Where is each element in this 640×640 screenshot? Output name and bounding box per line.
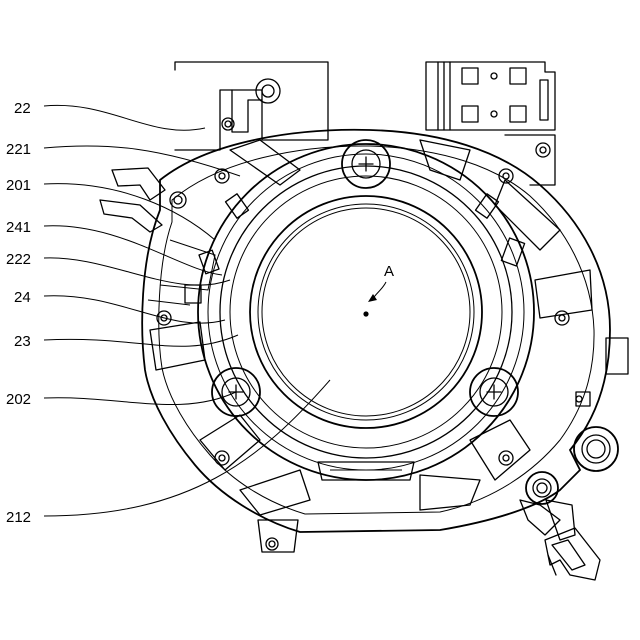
upper-right-bracket <box>426 62 555 185</box>
label-212: 212 <box>6 509 31 526</box>
small-holes <box>157 169 569 465</box>
optical-axis-point <box>363 282 386 317</box>
label-24: 24 <box>14 289 31 306</box>
screw-top <box>342 140 390 188</box>
label-202: 202 <box>6 391 31 408</box>
screw-right <box>470 368 518 416</box>
left-arm-201 <box>100 168 186 232</box>
label-22: 22 <box>14 100 31 117</box>
label-222: 222 <box>6 251 31 268</box>
base-plate-22 <box>175 62 328 150</box>
right-pivot-bracket <box>520 338 628 540</box>
label-A: A <box>384 263 394 280</box>
label-201: 201 <box>6 177 31 194</box>
ring-tabs <box>185 194 525 480</box>
label-241: 241 <box>6 219 31 236</box>
label-221: 221 <box>6 141 31 158</box>
label-23: 23 <box>14 333 31 350</box>
